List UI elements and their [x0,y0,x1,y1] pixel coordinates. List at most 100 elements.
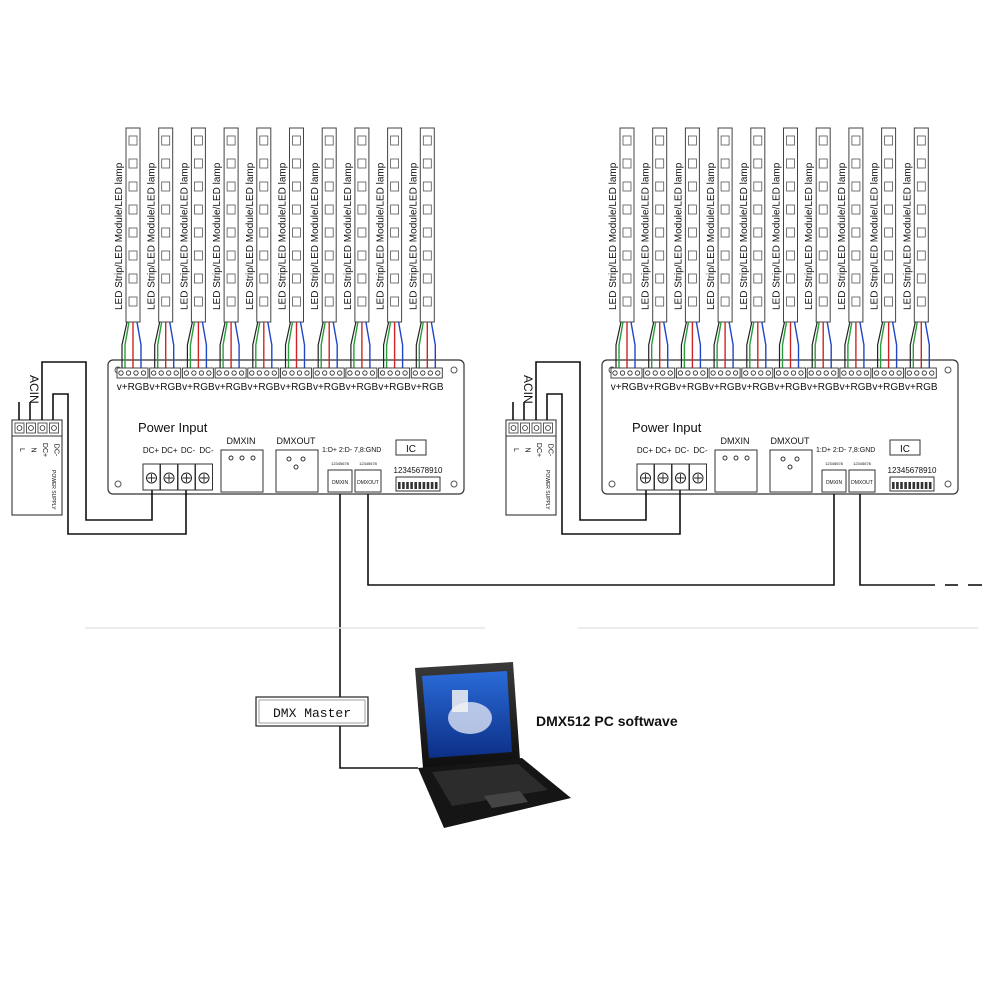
led-chip [259,158,269,169]
led-signal-wire [793,321,800,372]
led-strip-body [223,127,239,323]
dmx-pin [744,455,750,461]
terminal-screw [427,370,433,376]
led-chip [422,181,432,192]
led-strip-label: LED Strip/LED Module/LED lamp [673,162,684,310]
dip-switch-toggle[interactable] [430,482,434,489]
terminal-screw-slot [200,474,208,482]
led-signal-wire [761,321,767,372]
dip-switch-toggle[interactable] [398,482,401,489]
output-terminal [806,367,839,379]
output-label: v+RGB [411,382,444,393]
dc-terminal-label: DC- [181,446,196,455]
dip-switch-toggle[interactable] [410,482,413,489]
dip-switch-toggle[interactable] [916,482,920,489]
terminal-screw [841,370,847,376]
terminal-screw [816,370,822,376]
led-chip [818,296,828,307]
led-chip [226,273,236,284]
led-chip [390,273,400,284]
led-chip [687,158,697,169]
dip-switch-toggle[interactable] [896,482,899,489]
led-chip [753,204,763,215]
led-strip-body [783,127,798,323]
dip-switch-toggle[interactable] [900,482,903,489]
dip-switch-toggle[interactable] [904,482,907,489]
led-chip [720,158,730,169]
dip-switch-toggle[interactable] [920,482,924,489]
dip-switch-toggle[interactable] [924,482,928,489]
dip-switch-toggle[interactable] [912,482,916,489]
led-chip [226,135,236,146]
led-chip [161,296,171,307]
terminal-screw [322,370,328,376]
led-chip [687,296,697,307]
terminal-screw [362,370,368,376]
dip-switch-toggle[interactable] [402,482,405,489]
ic-chip [889,439,921,456]
output-terminal [378,367,411,379]
dip-switch-toggle[interactable] [892,482,895,489]
led-power-wire [154,321,161,372]
led-power-wire [350,321,357,372]
terminal-screw [394,370,401,376]
terminal-screw [718,370,724,376]
terminal-screw [264,370,270,376]
led-chip [753,181,763,192]
led-chip [851,227,861,238]
led-strip-body [652,127,668,323]
mount-hole [450,366,458,374]
terminal-screw [191,370,197,376]
terminal-screw [929,370,935,376]
led-chip [128,204,138,215]
led-chip [324,227,334,238]
output-terminal [149,367,182,379]
led-chip [292,296,301,307]
led-strip-label: LED Strip/LED Module/LED lamp [641,162,652,310]
output-label: v+RGB [313,382,346,393]
led-chip [720,250,730,261]
dip-switch-toggle[interactable] [426,482,430,489]
output-label: v+RGB [742,382,775,393]
led-chip [292,250,301,261]
led-chip [357,135,367,146]
led-signal-wire [222,321,228,372]
terminal-screw [510,425,517,431]
dip-switch-toggle[interactable] [418,482,422,489]
terminal-screw [329,370,335,376]
dip-switch-toggle[interactable] [928,482,932,489]
led-chip [422,227,432,238]
dmx-master: DMX Master [255,696,369,727]
power-supply-terminal-label: DC- [53,444,60,457]
led-chip [259,273,269,284]
terminal-screw [314,370,320,376]
ic-chip [395,439,427,456]
terminal-screw [765,370,771,376]
dip-switch-toggle[interactable] [434,482,438,489]
led-strip-body [289,127,304,323]
dip-switch-toggle[interactable] [406,482,409,489]
dip-switch-toggle[interactable] [414,482,417,489]
led-chip [884,181,894,192]
power-input-label: Power Input [138,420,208,435]
led-power-wire [252,321,259,372]
led-chip [422,296,432,307]
dip-switch-toggle[interactable] [422,482,426,489]
led-chip [851,181,861,192]
output-terminal [675,367,708,379]
led-strip-label: LED Strip/LED Module/LED lamp [608,162,619,310]
led-chip [193,135,203,146]
led-signal-wire [124,321,130,372]
led-chip [128,250,138,261]
dip-switch-toggle[interactable] [908,482,911,489]
led-strip-body [256,127,272,323]
terminal-screw [725,370,731,376]
mount-hole [944,480,952,488]
terminal-screw [369,370,375,376]
dc-negative-wire [52,393,187,535]
